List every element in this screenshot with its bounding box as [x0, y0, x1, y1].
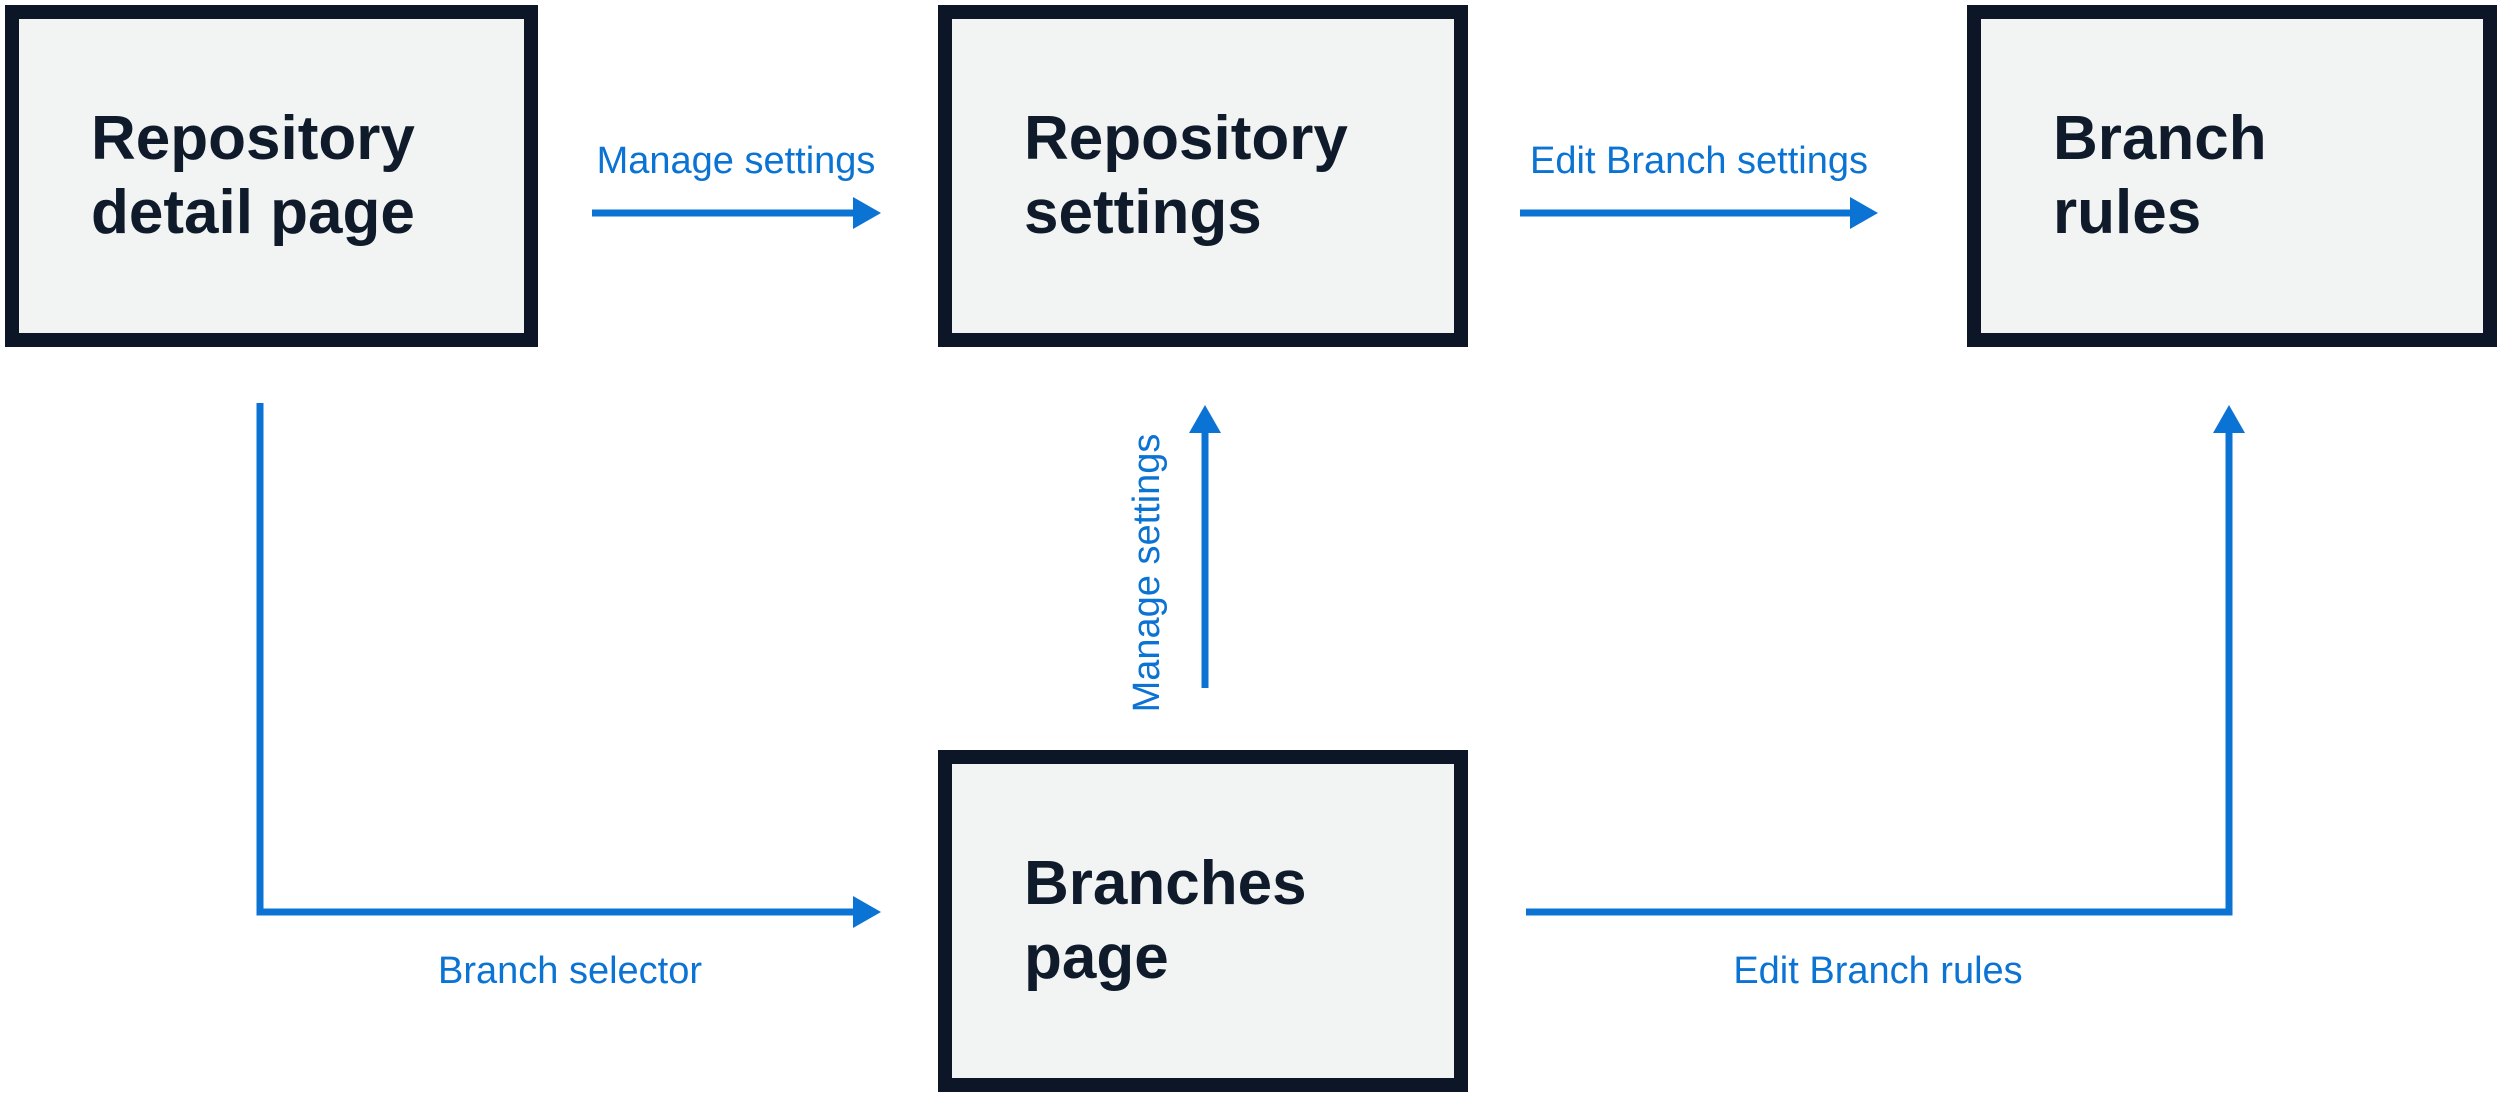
arrow-elbow-line: [1526, 430, 2233, 916]
box-repository-settings: Repository settings: [938, 5, 1468, 347]
arrow-manage-settings-up: [1189, 405, 1221, 688]
box-title-line: Branches: [1024, 849, 1307, 918]
arrow-elbow-line: [256, 403, 856, 916]
box-title-line: Repository: [1024, 104, 1348, 173]
arrowhead-up-icon: [1189, 405, 1221, 433]
box-title-line: Repository: [91, 104, 415, 173]
arrow-manage-settings-top: [592, 197, 881, 229]
box-title-line: settings: [1024, 178, 1262, 247]
connector-label-branch-selector: Branch selector: [437, 950, 703, 992]
connector-label-edit-branch-rules: Edit Branch rules: [1733, 950, 2023, 992]
box-branches-page: Branches page: [938, 750, 1468, 1092]
box-title: Branch rules: [1981, 102, 2267, 250]
box-title: Repository detail page: [19, 102, 415, 250]
box-title-line: Branch: [2053, 104, 2267, 173]
box-title: Branches page: [952, 847, 1307, 995]
connector-label-edit-branch-settings: Edit Branch settings: [1530, 140, 1868, 182]
box-title-line: page: [1024, 923, 1169, 992]
arrowhead-right-icon: [1850, 197, 1878, 229]
box-branch-rules: Branch rules: [1967, 5, 2497, 347]
arrowhead-right-icon: [853, 197, 881, 229]
arrow-edit-branch-rules: [1526, 405, 2245, 916]
connector-label-manage-settings-vertical: Manage settings: [1126, 433, 1168, 713]
arrow-edit-branch-settings: [1520, 197, 1878, 229]
arrowhead-right-icon: [853, 896, 881, 928]
arrow-branch-selector: [256, 403, 881, 928]
box-title-line: detail page: [91, 178, 415, 247]
box-repository-detail-page: Repository detail page: [5, 5, 538, 347]
box-title: Repository settings: [952, 102, 1348, 250]
box-title-line: rules: [2053, 178, 2202, 247]
connector-label-manage-settings: Manage settings: [596, 140, 876, 182]
arrowhead-up-icon: [2213, 405, 2245, 433]
